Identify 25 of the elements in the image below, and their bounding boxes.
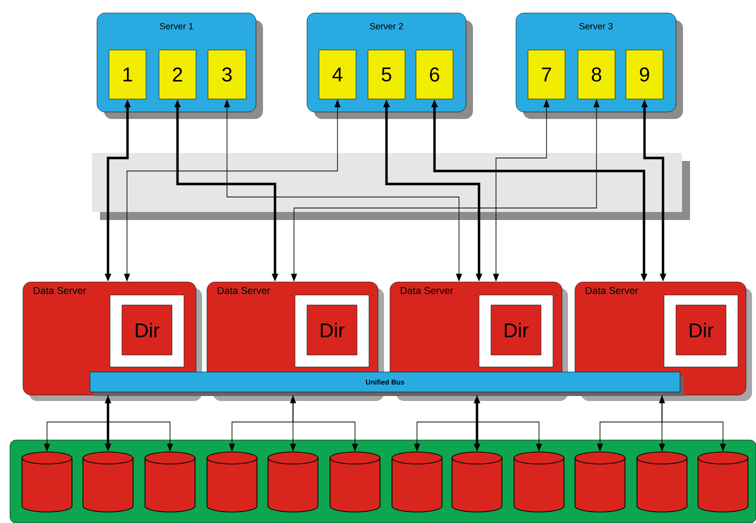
storage-cylinder (206, 452, 258, 512)
slot-box: 3 (208, 50, 246, 100)
directory-box: Dir (478, 294, 554, 368)
storage-cylinder (392, 452, 442, 512)
storage-cylinder (330, 452, 380, 512)
slot-box: 9 (626, 50, 664, 100)
storage-cylinder (636, 452, 688, 512)
directory-box: Dir (664, 294, 738, 368)
storage-cylinder (698, 452, 748, 512)
storage-cylinder (82, 452, 134, 512)
storage-cylinder (268, 452, 318, 512)
slot-box: 6 (416, 50, 454, 100)
slot-box: 5 (368, 50, 406, 100)
slot-box: 1 (108, 50, 146, 100)
directory-box: Dir (294, 294, 370, 368)
storage-cylinder (514, 452, 564, 512)
storage-cylinder (144, 452, 196, 512)
storage-cylinder (22, 452, 72, 512)
slot-box: 2 (158, 50, 196, 100)
slot-box: 8 (578, 50, 616, 100)
slot-box: 4 (318, 50, 356, 100)
storage-cylinder (574, 452, 626, 512)
slot-box: 7 (528, 50, 566, 100)
storage-cylinder (452, 452, 502, 512)
directory-box: Dir (110, 294, 184, 368)
